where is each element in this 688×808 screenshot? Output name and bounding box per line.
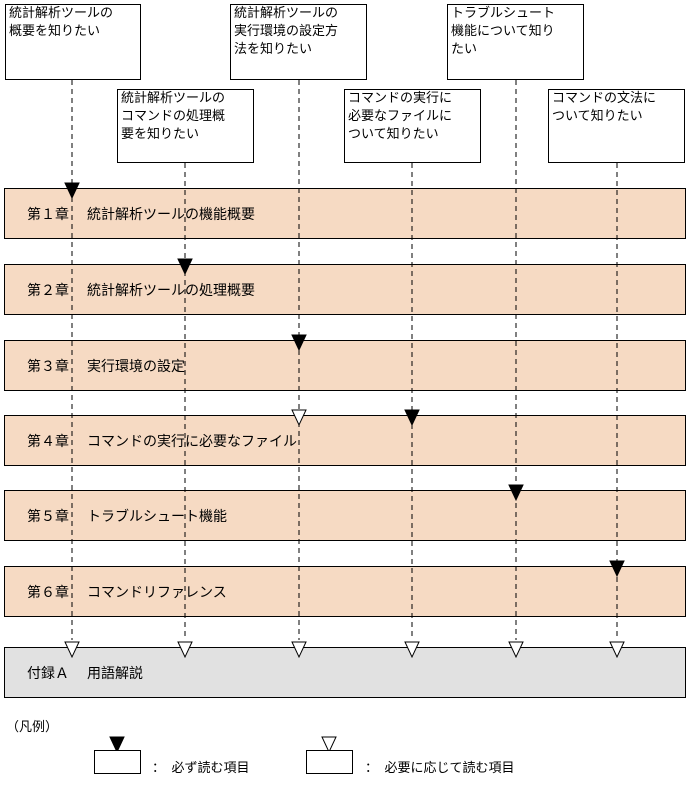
chapter-title: コマンドリファレンス bbox=[87, 584, 227, 601]
chapter-number: 第６章 bbox=[27, 584, 69, 601]
chapter-number: 第２章 bbox=[27, 282, 69, 299]
chapter-title: 統計解析ツールの機能概要 bbox=[87, 206, 255, 223]
need-box-files: コマンドの実行に 必要なファイルに ついて知りたい bbox=[344, 89, 481, 163]
legend-optional-label: ： 必要に応じて読む項目 bbox=[365, 761, 515, 776]
legend-required-box bbox=[94, 750, 141, 774]
chapter-title: 統計解析ツールの処理概要 bbox=[87, 282, 255, 299]
need-box-syntax: コマンドの文法に ついて知りたい bbox=[548, 89, 685, 163]
chapter-bar-appendix-a: 付録Ａ 用語解説 bbox=[4, 647, 686, 698]
legend-title: （凡例） bbox=[6, 720, 59, 735]
legend-required-label: ： 必ず読む項目 bbox=[152, 761, 250, 776]
chapter-bar-3: 第３章 実行環境の設定 bbox=[4, 340, 686, 391]
need-box-overview: 統計解析ツールの 概要を知りたい bbox=[5, 4, 141, 80]
chapter-bar-1: 第１章 統計解析ツールの機能概要 bbox=[4, 188, 686, 239]
chapter-number: 第１章 bbox=[27, 206, 69, 223]
need-box-processing: 統計解析ツールの コマンドの処理概 要を知りたい bbox=[117, 89, 254, 163]
chapter-bar-5: 第５章 トラブルシュート機能 bbox=[4, 490, 686, 541]
legend-optional-box bbox=[306, 750, 353, 774]
chapter-bar-4: 第４章 コマンドの実行に必要なファイル bbox=[4, 415, 686, 466]
chapter-title: コマンドの実行に必要なファイル bbox=[87, 433, 297, 450]
chapter-number: 付録Ａ bbox=[27, 665, 69, 682]
chapter-number: 第４章 bbox=[27, 433, 69, 450]
chapter-title: 用語解説 bbox=[87, 665, 143, 682]
chapter-number: 第３章 bbox=[27, 358, 69, 375]
need-box-environment: 統計解析ツールの 実行環境の設定方 法を知りたい bbox=[230, 4, 367, 80]
chapter-title: トラブルシュート機能 bbox=[87, 508, 227, 525]
need-box-troubleshoot: トラブルシュート 機能について知り たい bbox=[447, 4, 584, 80]
chapter-bar-6: 第６章 コマンドリファレンス bbox=[4, 566, 686, 617]
chapter-title: 実行環境の設定 bbox=[87, 358, 185, 375]
chapter-bar-2: 第２章 統計解析ツールの処理概要 bbox=[4, 264, 686, 315]
chapter-number: 第５章 bbox=[27, 508, 69, 525]
